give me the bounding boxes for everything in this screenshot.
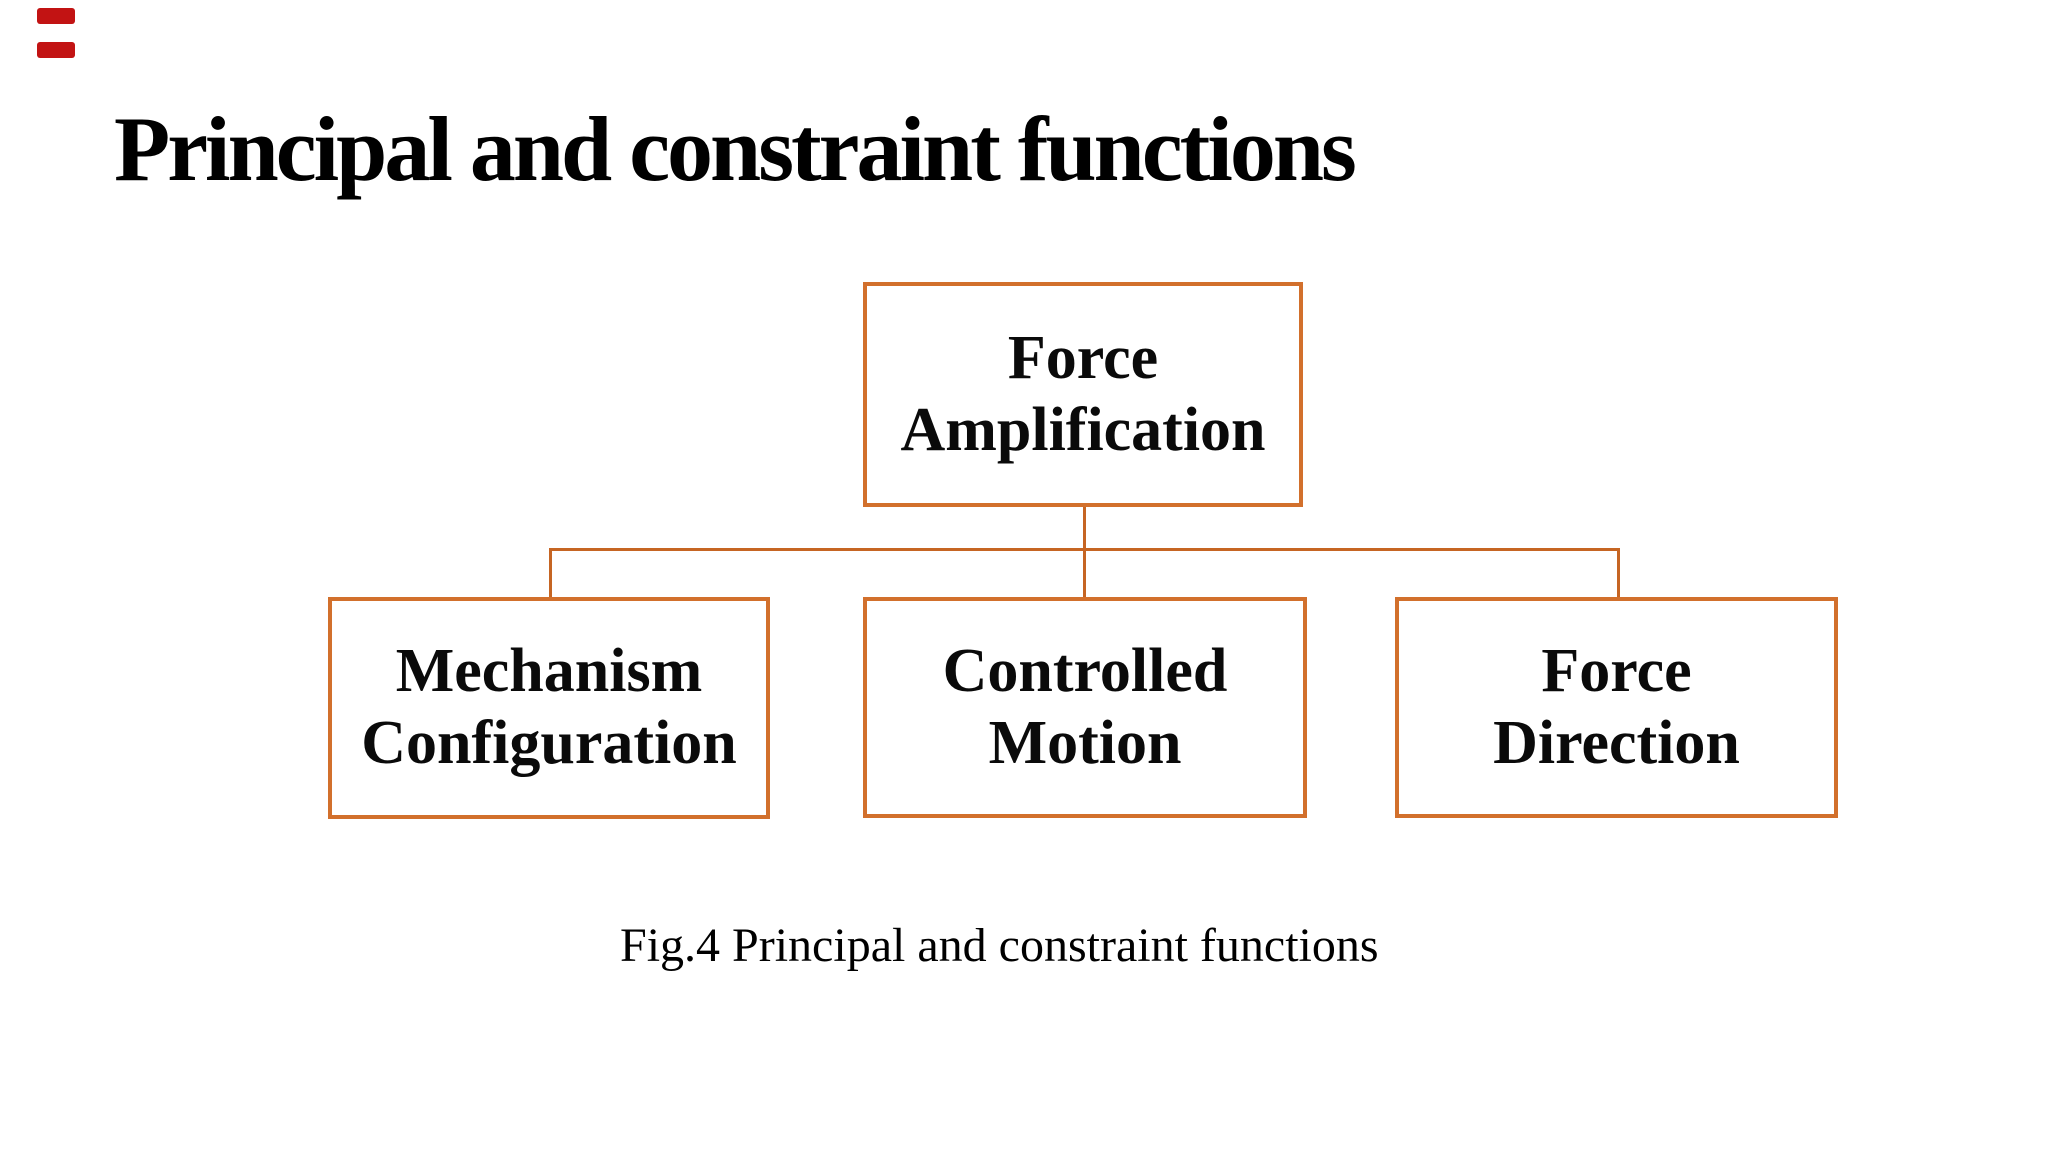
red-corner-mark-top (37, 8, 75, 24)
connector-vertical-left (549, 548, 552, 600)
node-controlled-motion: Controlled Motion (863, 597, 1307, 818)
node-force-direction: Force Direction (1395, 597, 1838, 818)
red-corner-mark-bottom (37, 42, 75, 58)
connector-vertical-middle (1083, 507, 1086, 600)
node-mechanism-configuration: Mechanism Configuration (328, 597, 770, 819)
slide-title: Principal and constraint functions (114, 98, 1357, 200)
connector-vertical-right (1617, 548, 1620, 600)
node-label-line: Amplification (900, 395, 1266, 464)
node-label-line: Configuration (361, 709, 737, 777)
node-label-line: Controlled (942, 636, 1228, 705)
node-force-amplification: Force Amplification (863, 282, 1303, 507)
figure-caption: Fig.4 Principal and constraint functions (620, 919, 1379, 972)
node-label-line: Motion (988, 708, 1182, 777)
node-label-line: Force (1007, 323, 1159, 392)
node-label-line: Mechanism (395, 637, 703, 706)
node-label-line: Force (1541, 636, 1692, 705)
node-label-line: Direction (1493, 708, 1740, 777)
connector-horizontal (549, 548, 1620, 551)
